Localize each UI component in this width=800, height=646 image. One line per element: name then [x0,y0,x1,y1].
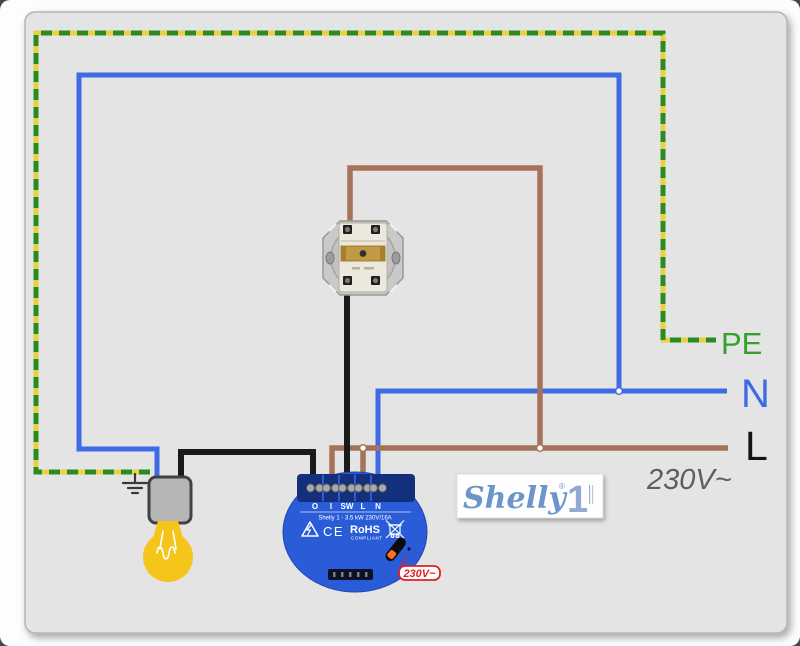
rohs-label: RoHS [350,524,380,536]
terminal-screws [306,483,387,493]
neutral-junction-dot [615,387,624,396]
voltage-badge: 230V~ [398,565,441,581]
voltage-pointer-squiggle [400,556,408,568]
bulb-filament [156,530,177,560]
logo-model-number: 1 [567,479,588,521]
weee-bin-icon [385,520,405,539]
terminal-label-l: L [361,502,366,511]
shelly1-device: O I SW L N Shelly 1 - 3.5 kW 230V/16A CE… [282,471,428,593]
logo-brand-text: Shelly [463,481,568,516]
neutral-wire [76,72,727,482]
line-junction-dot-2 [536,444,545,453]
reset-button [385,537,406,562]
button-note-dot [407,547,411,551]
lamp [143,475,193,582]
switched-wires [178,285,350,482]
logo-registered-mark: ® [559,482,565,491]
logo-plate [456,473,604,519]
wall-switch [322,220,404,296]
ce-mark: CE [323,524,344,539]
neutral-label: N [741,372,770,416]
pe-wire [33,30,716,475]
line-label: L [745,423,768,469]
terminal-label-n: N [375,502,381,511]
voltage-badge-text: 230V~ [402,568,436,580]
terminal-label-i: I [330,502,332,511]
pe-label: PE [721,326,762,361]
lamp-holder-box [147,475,193,525]
line-junction-dot-1 [359,444,368,453]
warning-triangle-icon [301,521,319,537]
pin-header [328,569,373,580]
rohs-compliant-label: COMPLIANT [351,536,383,541]
earth-ground-icon [121,472,149,495]
shelly-logo: Shelly ® 1 [456,473,604,521]
frame-screw-right [391,251,401,265]
terminal-label-o: O [312,502,318,511]
logo-fine-print-mark-2 [592,485,594,504]
frame-screw-left [325,251,335,265]
supply-voltage-label: 230V~ [646,464,732,496]
logo-fine-print-mark [589,485,591,504]
device-spec-text: Shelly 1 - 3.5 kW 230V/16A [318,516,391,522]
terminal-label-sw: SW [341,502,354,511]
